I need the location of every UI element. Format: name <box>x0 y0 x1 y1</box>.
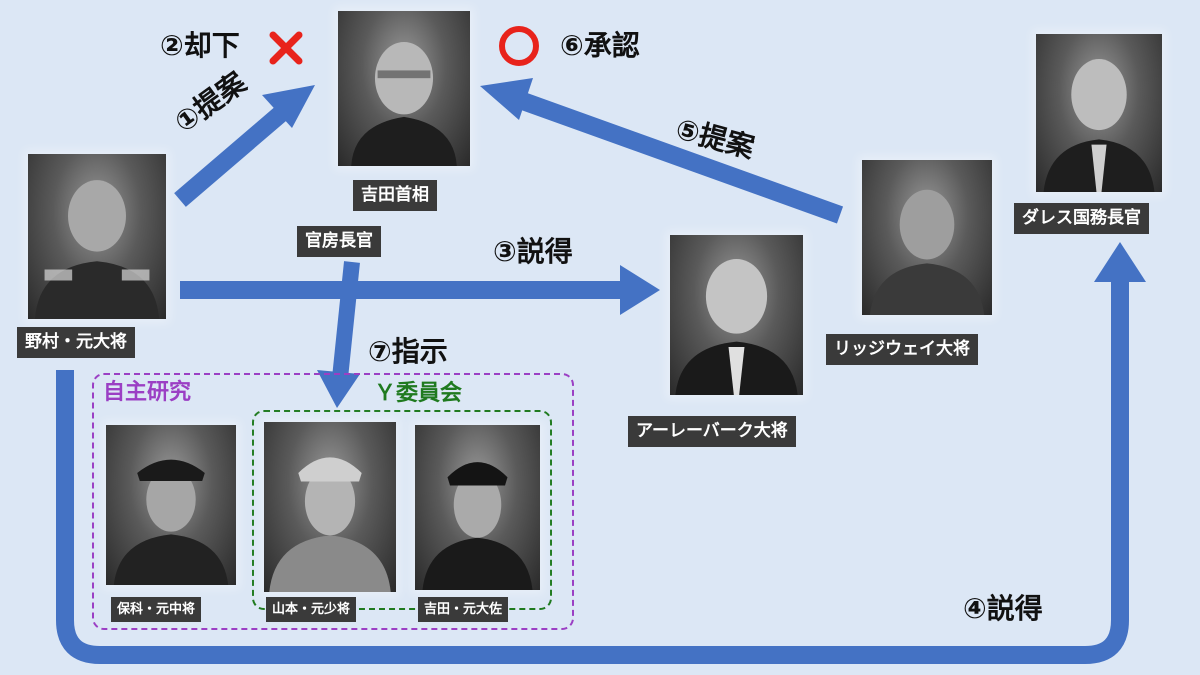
arrow-step1 <box>174 85 315 207</box>
group-independent-study-box <box>92 373 574 630</box>
name-tag-ridgway: リッジウェイ大将 <box>826 334 978 365</box>
arrow-step3 <box>180 265 660 315</box>
label-step3: ③説得 <box>493 235 573 268</box>
portrait-yamamoto <box>264 422 396 592</box>
portrait-hoshina <box>106 425 236 585</box>
portrait-dulles <box>1036 34 1162 192</box>
name-tag-yoshida-pm: 吉田首相 <box>353 180 437 211</box>
name-tag-yamamoto: 山本・元少将 <box>266 597 357 622</box>
approve-icon <box>499 26 539 66</box>
portrait-ridgway <box>862 160 992 315</box>
portrait-burke <box>670 235 803 395</box>
group-y-committee-label: Ｙ委員会 <box>374 381 463 406</box>
group-independent-study-label: 自主研究 <box>103 380 192 405</box>
name-tag-dulles: ダレス国務長官 <box>1014 203 1149 234</box>
label-step4: ④説得 <box>963 592 1043 625</box>
label-step2: ②却下 <box>160 29 240 62</box>
name-tag-yoshida-col: 吉田・元大佐 <box>418 597 509 622</box>
name-tag-nomura: 野村・元大将 <box>17 327 135 358</box>
portrait-yoshida-pm <box>338 11 470 166</box>
group-y-committee-box <box>252 410 552 610</box>
arrow-step7 <box>317 261 360 408</box>
name-tag-burke: アーレーバーク大将 <box>628 416 796 447</box>
arrow-step4 <box>56 242 1146 664</box>
portrait-yoshida-col <box>415 425 540 590</box>
reject-icon <box>269 31 303 65</box>
name-tag-chief-secretary: 官房長官 <box>297 226 381 257</box>
arrow-step5 <box>480 78 844 224</box>
label-step7: ⑦指示 <box>368 335 448 368</box>
label-step6: ⑥承認 <box>560 29 640 62</box>
name-tag-hoshina: 保科・元中将 <box>111 597 202 622</box>
portrait-nomura <box>28 154 166 319</box>
